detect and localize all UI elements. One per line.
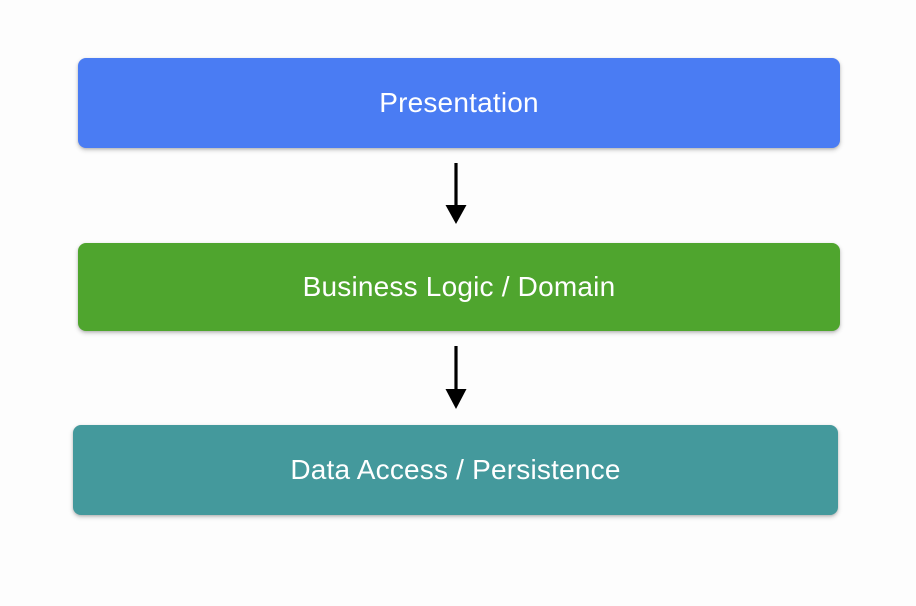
layer-box-data-access[interactable]: Data Access / Persistence	[73, 425, 838, 515]
layer-label-presentation: Presentation	[379, 87, 539, 118]
down-arrow-glyph	[445, 346, 467, 409]
down-arrow-icon-business-to-data	[434, 345, 478, 411]
layer-label-data-access: Data Access / Persistence	[290, 454, 621, 485]
down-arrow-icon-presentation-to-business	[434, 162, 478, 226]
layer-box-business-logic[interactable]: Business Logic / Domain	[78, 243, 840, 331]
layer-box-presentation[interactable]: Presentation	[78, 58, 840, 148]
layer-label-business-logic: Business Logic / Domain	[302, 271, 616, 302]
down-arrow-glyph	[445, 163, 467, 224]
